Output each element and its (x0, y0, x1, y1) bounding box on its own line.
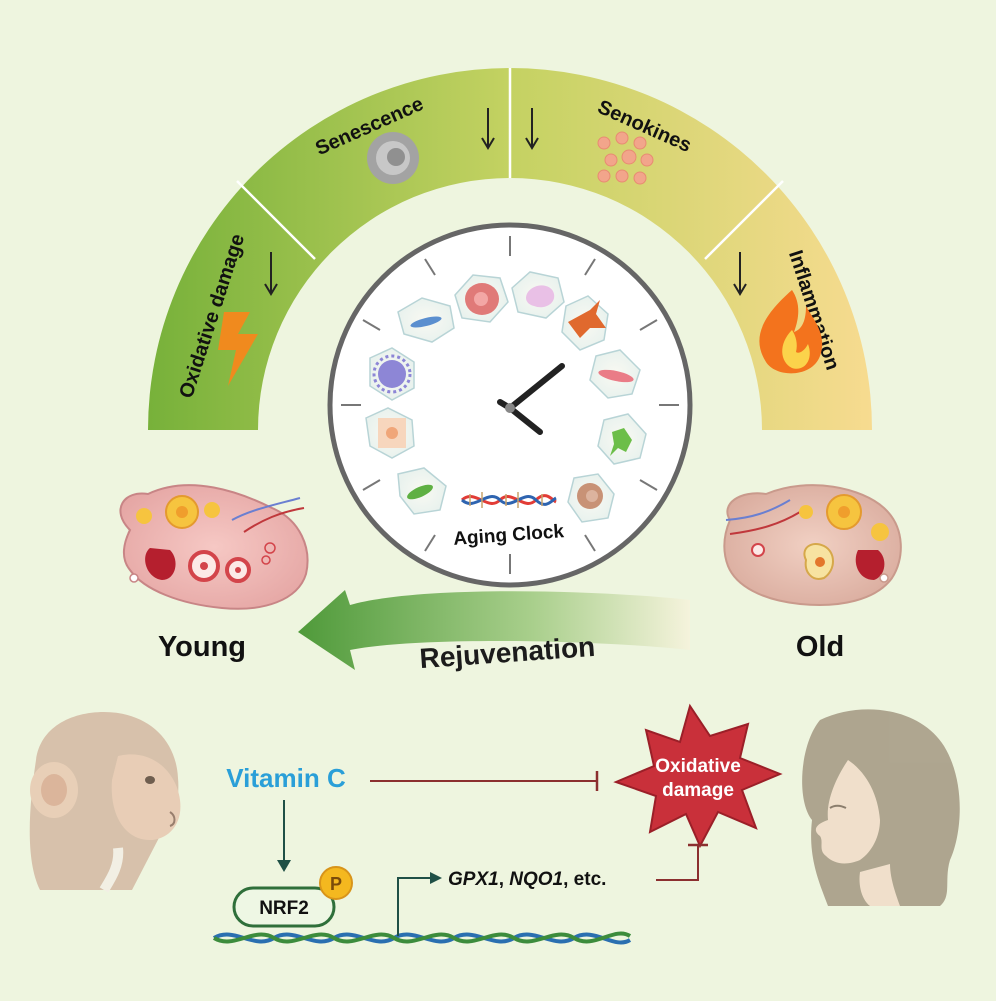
arc-divider (704, 180, 784, 260)
gene-nqo1: NQO1 (509, 869, 563, 890)
clock-hour-hand (507, 363, 565, 411)
vitamin-c-label: Vitamin C (226, 763, 346, 793)
nrf2-protein (232, 886, 336, 928)
target-genes-text: GPX1, NQO1, etc. (448, 869, 606, 890)
transcription-arrow (397, 877, 436, 936)
oxidative-damage-line2: damage (662, 780, 734, 801)
monkey-icon (29, 712, 181, 893)
aging-hallmarks-arc: Oxidative damage Senescence Senokines (148, 68, 872, 430)
clock-center (505, 403, 515, 413)
phosphate-badge (319, 866, 353, 900)
gene-separator: , (499, 869, 510, 890)
down-arrow-icon (264, 252, 278, 296)
arc-band (148, 68, 872, 430)
dna-icon (460, 492, 557, 508)
inhibition-line (656, 846, 699, 881)
arc-divider (236, 180, 316, 260)
old-ovary-icon (723, 484, 902, 606)
rejuvenation-arrow: Rejuvenation (298, 590, 690, 674)
oxidative-damage-line1: Oxidative (655, 756, 741, 777)
down-arrow-icon (525, 108, 539, 150)
senescent-cell-icon (367, 132, 419, 184)
woman-icon (802, 709, 960, 906)
clock-minute-hand (507, 405, 543, 435)
aging-clock: Aging Clock (327, 222, 693, 588)
young-label: Young (158, 631, 246, 663)
old-label: Old (796, 631, 844, 663)
senokine-cluster-icon (597, 131, 654, 185)
nrf2-label: NRF2 (259, 898, 309, 919)
flame-icon (759, 290, 823, 374)
gene-suffix: , etc. (563, 869, 606, 890)
young-ovary-icon (119, 484, 309, 610)
pathway: Vitamin C Oxidative damage NRF2 P GPX1, … (212, 703, 783, 945)
lightning-bolt-icon (218, 312, 258, 386)
gene-gpx1: GPX1 (448, 869, 499, 890)
cell-contents (372, 283, 634, 509)
down-arrow-icon (733, 252, 747, 296)
phosphate-label: P (330, 874, 342, 894)
clock-ticks (341, 236, 679, 574)
dna-strand (212, 931, 632, 945)
down-arrow-icon (481, 108, 495, 150)
